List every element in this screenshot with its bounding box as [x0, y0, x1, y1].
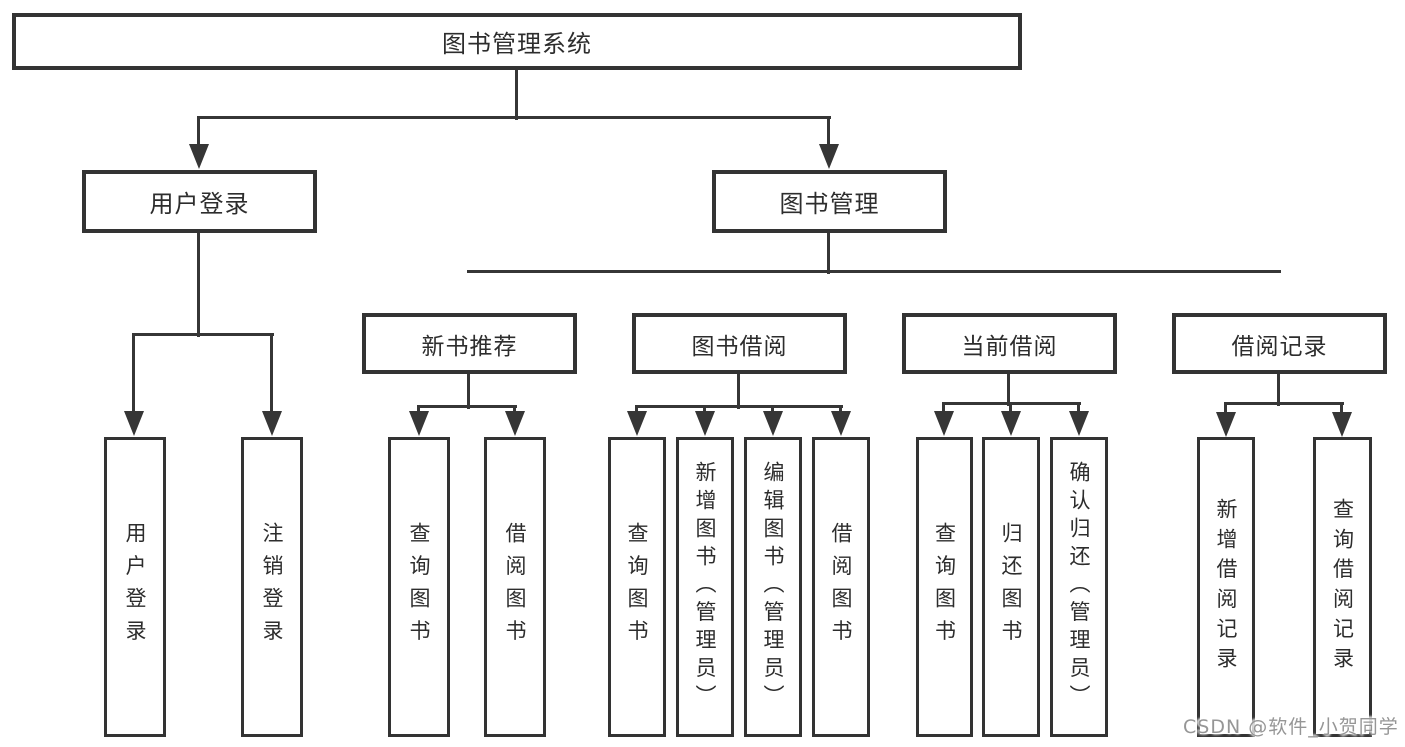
node-label: 查询图书 — [625, 521, 649, 653]
node-label: 注销登录 — [260, 521, 284, 653]
connector-line — [132, 335, 135, 416]
node-leaf-query-books-borrowing: 查询图书 — [608, 437, 666, 737]
arrow-down-icon — [934, 411, 954, 436]
arrow-down-icon — [1332, 412, 1352, 437]
connector-line — [942, 404, 945, 416]
node-library-management-system: 图书管理系统 — [12, 13, 1022, 70]
node-label: 确认归还（管理员） — [1067, 461, 1091, 713]
arrow-down-icon — [695, 411, 715, 436]
connector-line — [467, 270, 1281, 273]
connector-line — [1077, 404, 1080, 416]
node-leaf-logout: 注销登录 — [241, 437, 303, 737]
node-leaf-query-borrow-record: 查询借阅记录 — [1313, 437, 1372, 737]
arrow-down-icon — [831, 411, 851, 436]
arrow-down-icon — [262, 411, 282, 436]
node-label: 借阅图书 — [829, 521, 853, 653]
node-current-borrowing: 当前借阅 — [902, 313, 1117, 374]
node-leaf-return-books: 归还图书 — [982, 437, 1040, 737]
node-label: 用户登录 — [123, 521, 147, 653]
arrow-down-icon — [1069, 411, 1089, 436]
connector-line — [737, 372, 740, 409]
connector-line — [827, 118, 830, 149]
node-label: 新增图书（管理员） — [693, 461, 717, 713]
node-label: 图书管理系统 — [442, 30, 592, 58]
connector-line — [1007, 372, 1010, 406]
node-label: 图书借阅 — [691, 333, 788, 360]
node-label: 用户登录 — [149, 190, 250, 218]
connector-line — [1224, 402, 1344, 405]
connector-line — [1277, 372, 1280, 406]
connector-line — [197, 116, 831, 119]
arrow-down-icon — [189, 144, 209, 169]
node-new-book-recommendation: 新书推荐 — [362, 313, 577, 374]
node-label: 新增借阅记录 — [1214, 497, 1238, 677]
watermark: CSDN @软件_小贺同学 — [1183, 716, 1399, 738]
arrow-down-icon — [124, 411, 144, 436]
connector-line — [1009, 404, 1012, 416]
node-label: 编辑图书（管理员） — [761, 461, 785, 713]
node-label: 查询图书 — [932, 521, 957, 653]
arrow-down-icon — [505, 411, 525, 436]
node-label: 归还图书 — [999, 521, 1023, 653]
arrow-down-icon — [627, 411, 647, 436]
arrow-down-icon — [409, 411, 429, 436]
connector-line — [515, 69, 518, 120]
node-label: 当前借阅 — [961, 333, 1058, 360]
node-leaf-add-books-admin: 新增图书（管理员） — [676, 437, 734, 737]
node-leaf-borrow-books-borrowing: 借阅图书 — [812, 437, 870, 737]
node-label: 借阅记录 — [1231, 333, 1328, 360]
node-label: 查询图书 — [407, 521, 431, 653]
connector-line — [132, 333, 274, 336]
connector-line — [1340, 404, 1343, 417]
node-leaf-query-books-recommend: 查询图书 — [388, 437, 450, 737]
node-book-borrowing: 图书借阅 — [632, 313, 847, 374]
node-leaf-query-books-current: 查询图书 — [916, 437, 973, 737]
node-label: 借阅图书 — [503, 521, 527, 653]
arrow-down-icon — [1001, 411, 1021, 436]
connector-line — [270, 335, 273, 416]
arrow-down-icon — [763, 411, 783, 436]
node-user-login: 用户登录 — [82, 170, 317, 233]
node-borrowing-records: 借阅记录 — [1172, 313, 1387, 374]
node-label: 查询借阅记录 — [1330, 497, 1355, 677]
connector-line — [1224, 404, 1227, 417]
node-leaf-user-login: 用户登录 — [104, 437, 166, 737]
connector-line — [635, 405, 843, 408]
node-label: 新书推荐 — [421, 333, 518, 360]
node-book-management: 图书管理 — [712, 170, 947, 233]
node-leaf-confirm-return-admin: 确认归还（管理员） — [1050, 437, 1108, 737]
arrow-down-icon — [1216, 412, 1236, 437]
node-label: 图书管理 — [779, 190, 880, 218]
node-leaf-borrow-books-recommend: 借阅图书 — [484, 437, 546, 737]
arrow-down-icon — [819, 144, 839, 169]
node-leaf-add-borrow-record: 新增借阅记录 — [1197, 437, 1255, 737]
connector-line — [827, 231, 830, 274]
connector-line — [417, 405, 517, 408]
connector-line — [467, 372, 470, 409]
node-leaf-edit-books-admin: 编辑图书（管理员） — [744, 437, 802, 737]
connector-line — [942, 402, 1081, 405]
connector-line — [197, 118, 200, 149]
connector-line — [197, 231, 200, 337]
